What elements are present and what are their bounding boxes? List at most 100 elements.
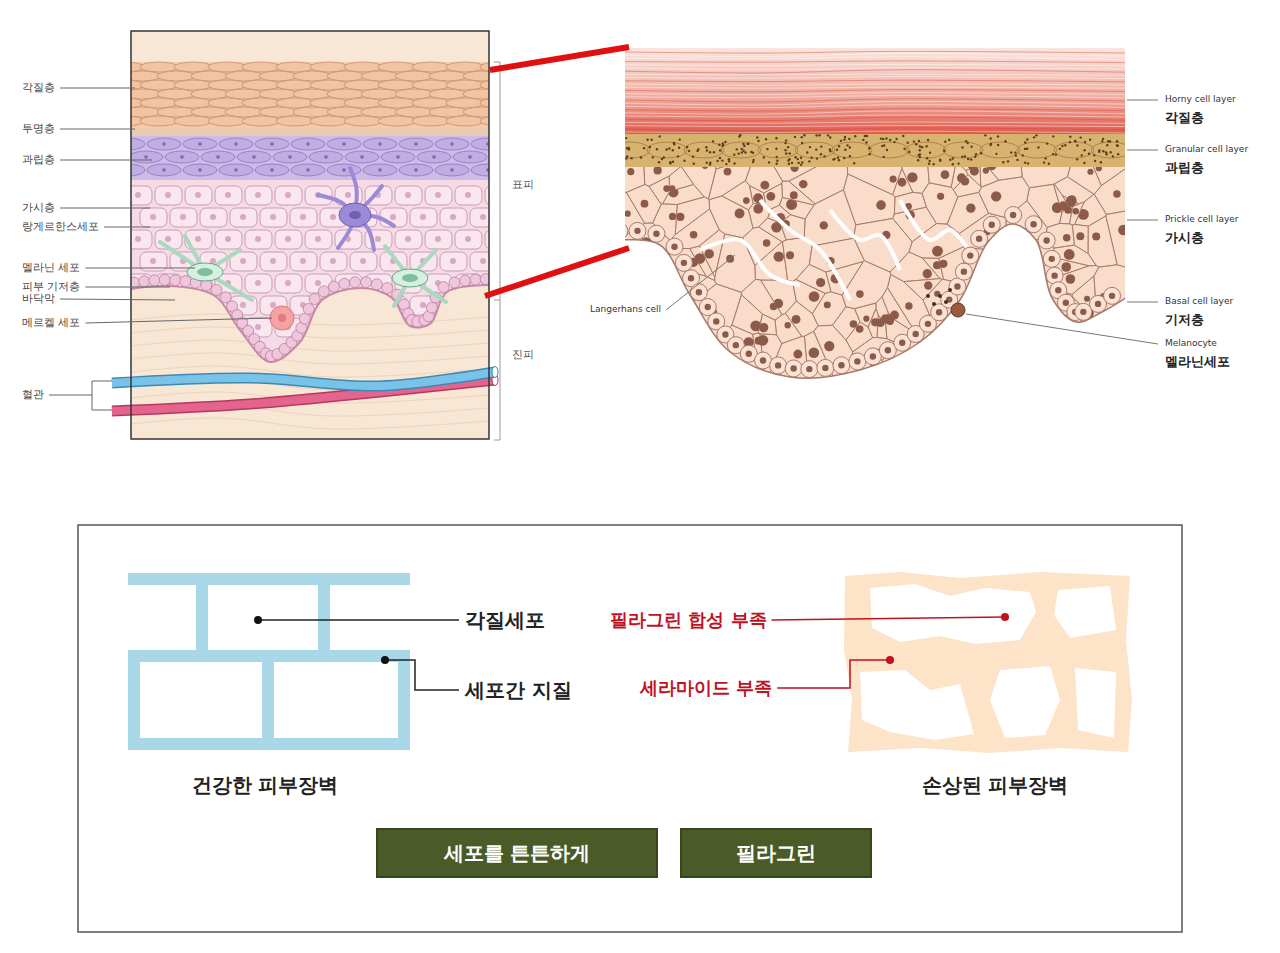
cell-nucleus <box>450 302 456 308</box>
cell-nucleus <box>360 258 366 264</box>
cell-nucleus <box>753 204 763 214</box>
keratohyalin-granule <box>928 163 930 165</box>
granular-cell <box>647 142 687 158</box>
cell-nucleus <box>1061 262 1071 272</box>
cell-nucleus <box>270 168 274 172</box>
keratohyalin-granule <box>803 134 805 136</box>
keratohyalin-granule <box>809 146 811 148</box>
cell-nucleus <box>634 332 641 339</box>
cell-nucleus <box>961 177 969 185</box>
keratohyalin-granule <box>663 156 665 158</box>
button-text: 세포를 튼튼하게 <box>444 840 591 867</box>
leader-line <box>258 619 459 621</box>
horny-cell <box>259 71 297 81</box>
cell-nucleus <box>912 331 918 337</box>
part-name: 각질세포 <box>465 609 545 631</box>
cell-nucleus <box>704 249 713 258</box>
horny-cell <box>344 62 382 72</box>
cell-nucleus <box>285 280 291 286</box>
horny-line <box>625 84 1125 85</box>
keratohyalin-granule <box>1116 140 1118 142</box>
blood-vessel-outline <box>112 372 495 386</box>
cell-nucleus <box>635 371 646 382</box>
horny-cell <box>412 116 450 126</box>
cell-nucleus <box>432 155 436 159</box>
keratohyalin-granule <box>1083 162 1085 164</box>
granular-cell <box>906 142 946 158</box>
part-name: 혈관 <box>22 389 44 401</box>
keratohyalin-granule <box>844 149 846 151</box>
keratohyalin-granule <box>943 150 945 152</box>
prickle-cell <box>305 230 332 249</box>
cell-nucleus <box>824 341 834 351</box>
label-button: 세포를 튼튼하게 <box>376 828 658 878</box>
cell-nucleus <box>978 263 988 273</box>
keratohyalin-granule <box>1081 154 1083 156</box>
leader-line <box>1127 220 1158 221</box>
cell-nucleus <box>786 251 794 259</box>
cell-nucleus <box>450 168 454 172</box>
cell-nucleus <box>252 155 256 159</box>
keratohyalin-granule <box>737 152 739 154</box>
keratohyalin-granule <box>989 137 991 139</box>
cell-nucleus <box>663 185 670 192</box>
keratohyalin-granule <box>801 136 803 138</box>
cell-nucleus <box>378 168 382 172</box>
prickle-cell <box>185 186 212 205</box>
keratohyalin-granule <box>659 135 661 137</box>
leader-line <box>666 255 735 310</box>
region-name: 표피 <box>512 179 534 191</box>
cell-nucleus <box>135 192 141 198</box>
keratohyalin-granule <box>775 148 777 150</box>
cell-nucleus <box>871 318 879 326</box>
keratohyalin-granule <box>787 159 789 161</box>
prickle-cell <box>131 186 152 205</box>
keratohyalin-granule <box>1083 149 1085 151</box>
keratohyalin-granule <box>683 159 685 161</box>
keratohyalin-granule <box>705 146 707 148</box>
prickle-cell <box>1019 288 1050 325</box>
granular-cell <box>183 138 217 150</box>
keratohyalin-granule <box>733 153 735 155</box>
keratohyalin-granule <box>921 146 923 148</box>
keratohyalin-granule <box>883 144 885 146</box>
cell-nucleus <box>992 259 1001 268</box>
cell-nucleus <box>1030 221 1036 227</box>
cell-nucleus <box>342 142 346 146</box>
horny-line <box>625 95 1125 97</box>
cell-nucleus <box>480 258 486 264</box>
horny-cell <box>480 116 489 126</box>
leader-dot <box>381 656 389 664</box>
cell-nucleus <box>733 342 739 348</box>
cell-nucleus <box>968 288 978 298</box>
horny-line <box>625 105 1125 108</box>
button-text: 필라그린 <box>736 840 816 867</box>
prickle-cell <box>425 186 452 205</box>
basal-cell <box>770 357 787 374</box>
horny-cell <box>131 71 161 81</box>
keratohyalin-granule <box>776 160 778 162</box>
keratohyalin-granule <box>763 156 765 158</box>
cell-nucleus <box>775 362 781 368</box>
cell-nucleus <box>1077 334 1087 344</box>
basal-cell <box>755 352 772 369</box>
keratohyalin-granule <box>816 157 818 159</box>
granular-cell <box>471 138 489 150</box>
keratohyalin-granule <box>880 137 882 139</box>
prickle-cell <box>782 181 815 205</box>
basal-cell <box>371 279 382 290</box>
horny-line <box>625 126 1125 127</box>
prickle-cell <box>455 318 482 337</box>
keratohyalin-granule <box>1061 145 1063 147</box>
cell-nucleus <box>135 236 141 242</box>
keratohyalin-granule <box>1007 160 1009 162</box>
prickle-cell <box>245 230 272 249</box>
keratohyalin-granule <box>706 149 708 151</box>
prickle-cell <box>245 274 272 293</box>
granular-cell <box>795 142 835 158</box>
cell-nucleus <box>210 214 216 220</box>
cell-nucleus <box>936 309 942 315</box>
keratohyalin-granule <box>742 150 744 152</box>
granular-cell <box>980 142 1020 158</box>
